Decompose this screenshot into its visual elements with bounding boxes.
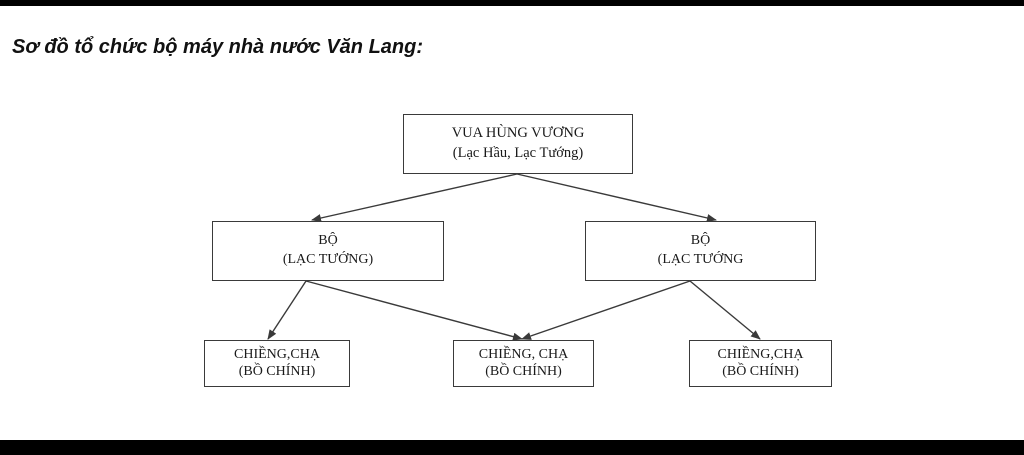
node-mid-left-line2: (LẠC TƯỚNG) — [282, 252, 374, 267]
bottom-frame-bar — [0, 440, 1024, 455]
node-chieng-cha-2: CHIỀNG, CHẠ (BỒ CHÍNH) — [453, 340, 594, 387]
node-leaf-1-line2: (BỒ CHÍNH) — [238, 363, 316, 379]
node-chieng-cha-1: CHIỀNG,CHẠ (BỒ CHÍNH) — [204, 340, 350, 387]
node-root-line1: VUA HÙNG VƯƠNG — [451, 125, 585, 142]
node-chieng-cha-3: CHIỀNG,CHẠ (BỒ CHÍNH) — [689, 340, 832, 387]
node-leaf-2-line1: CHIỀNG, CHẠ — [478, 346, 569, 362]
node-root-line2: (Lạc Hầu, Lạc Tướng) — [452, 145, 584, 161]
node-mid-right-line1: BỘ — [690, 233, 711, 249]
diagram-title: Sơ đồ tổ chức bộ máy nhà nước Văn Lang: — [12, 36, 424, 58]
top-frame-bar — [0, 0, 1024, 6]
edge-mid-right-to-leaf-2 — [521, 280, 691, 340]
edge-mid-left-to-leaf-1 — [267, 280, 307, 340]
node-leaf-3-line1: CHIỀNG,CHẠ — [717, 346, 804, 362]
node-leaf-3-line2: (BỒ CHÍNH) — [722, 363, 799, 379]
node-bo-left: BỘ (LẠC TƯỚNG) — [212, 221, 444, 281]
node-leaf-2-line2: (BỒ CHÍNH) — [485, 363, 562, 379]
edge-root-to-mid-left — [311, 173, 518, 222]
node-mid-left-line1: BỘ — [318, 233, 338, 249]
edge-root-to-mid-right — [516, 173, 717, 222]
edge-mid-right-to-leaf-3 — [689, 280, 761, 340]
node-bo-right: BỘ (LẠC TƯỚNG — [585, 221, 816, 281]
node-leaf-1-line1: CHIỀNG,CHẠ — [234, 346, 320, 362]
node-vua-hung-vuong: VUA HÙNG VƯƠNG (Lạc Hầu, Lạc Tướng) — [403, 114, 633, 174]
node-mid-right-line2: (LẠC TƯỚNG — [657, 252, 744, 267]
edge-mid-left-to-leaf-2 — [305, 280, 523, 341]
